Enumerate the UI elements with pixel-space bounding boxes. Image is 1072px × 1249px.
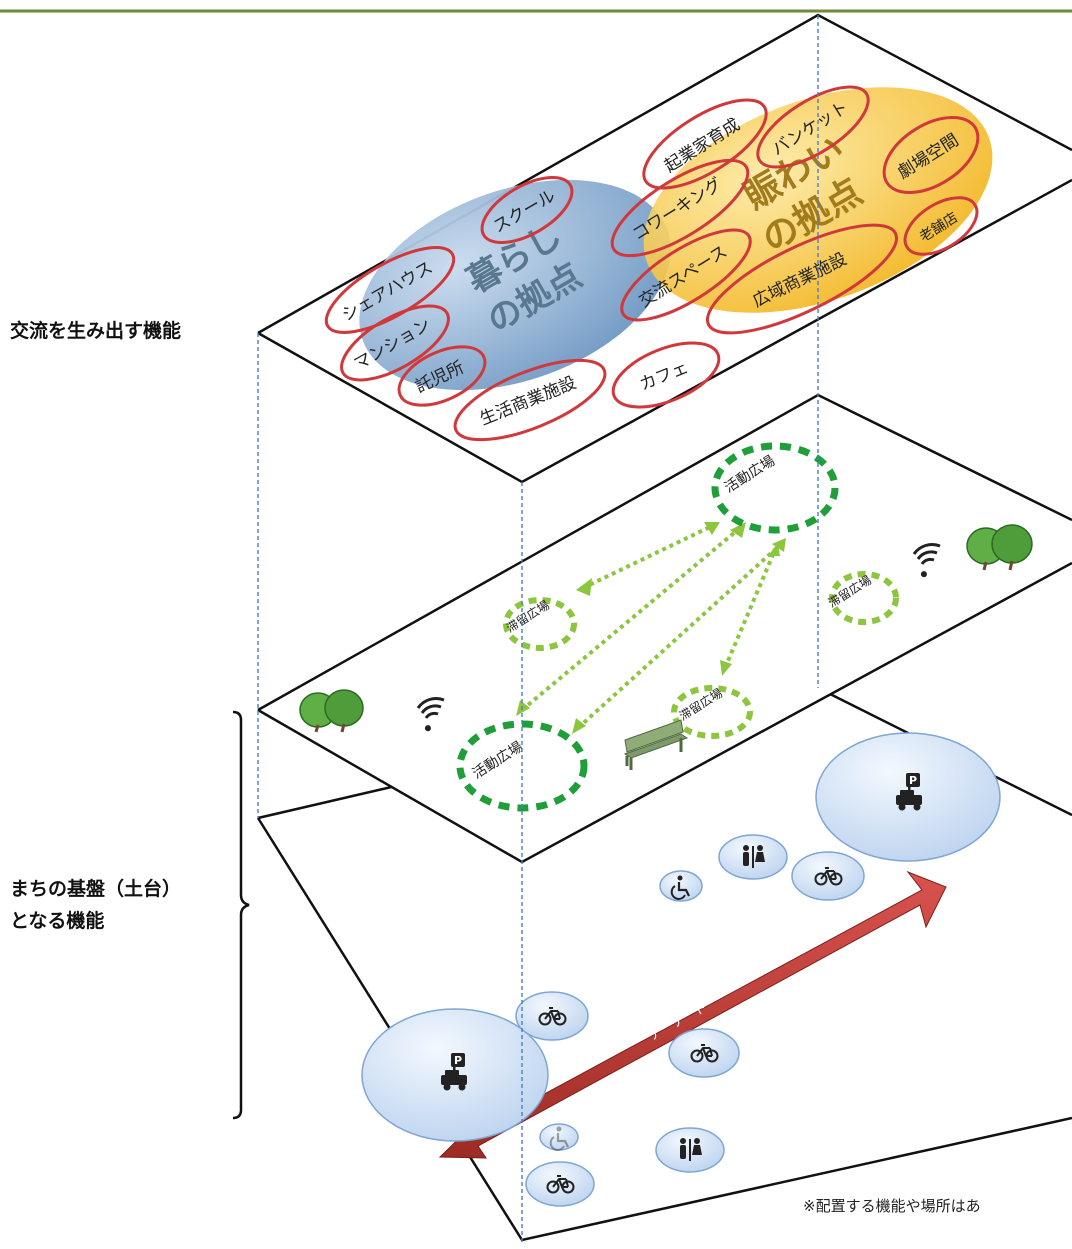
bench-icon: [623, 719, 689, 770]
living-hub-zone: 暮らし の拠点: [359, 179, 671, 391]
facility-outlines: [324, 85, 980, 442]
top-layer: 暮らし の拠点 賑わい の拠点 シェアハウス スクール: [257, 13, 1072, 484]
base-function-label-line1: まちの基盤（土台）: [10, 878, 182, 900]
tree-icon: [299, 689, 364, 733]
connection-arrows: [520, 524, 782, 730]
parking-area-left: [361, 1008, 549, 1142]
footnote: ※配置する機能や場所はあ: [803, 1197, 981, 1215]
vertical-guides: [257, 15, 819, 1245]
brace: [232, 710, 250, 1120]
parking-area-right: [815, 732, 1001, 862]
bottom-layer: アーケード: [256, 686, 1072, 1242]
exchange-function-label: 交流を生み出す機能: [10, 320, 182, 342]
accessible-facility: [659, 870, 703, 902]
tree-icon: [966, 524, 1033, 571]
base-function-label-line2: となる機能: [10, 910, 105, 932]
arrow-heads: [516, 522, 786, 734]
